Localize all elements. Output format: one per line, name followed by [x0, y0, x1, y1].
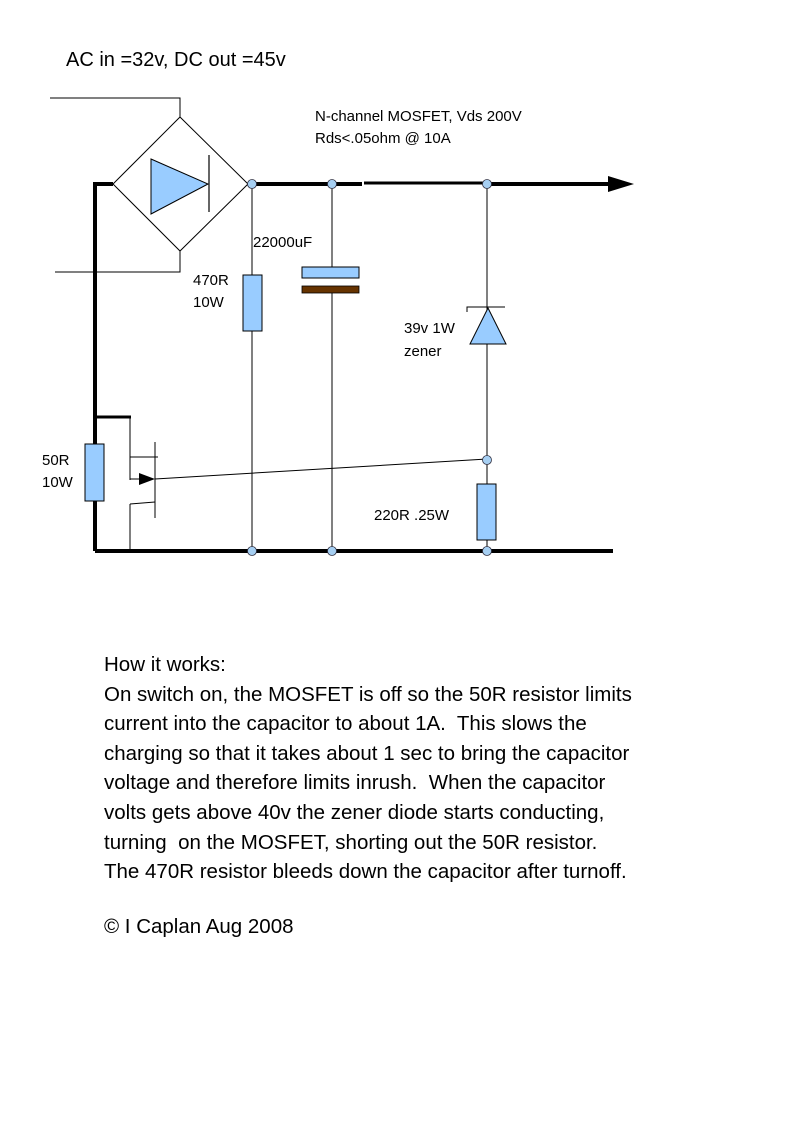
negative-rail-left: [93, 182, 113, 551]
capacitor-label: 22000uF: [253, 234, 313, 251]
bleed-resistor-label-power: 10W: [193, 294, 224, 311]
description-line: charging so that it takes about 1 sec to…: [104, 741, 630, 765]
mosfet-spec-line1: N-channel MOSFET, Vds 200V: [315, 108, 522, 125]
zener-label-rating: 39v 1W: [404, 320, 455, 337]
junction-node: [247, 546, 257, 556]
description: How it works: On switch on, the MOSFET i…: [104, 650, 764, 887]
bleed-resistor-label-value: 470R: [193, 272, 229, 289]
description-line: volts gets above 40v the zener diode sta…: [104, 800, 605, 824]
zener-cathode-bar: [466, 306, 505, 312]
limit-resistor-label-power: 10W: [42, 474, 73, 491]
ac-input-wire-bottom: [55, 250, 181, 273]
description-heading: How it works:: [104, 653, 226, 676]
junction-nodes: [247, 179, 492, 556]
ac-input-wire-top: [50, 97, 181, 117]
zener-label-type: zener: [404, 343, 442, 360]
dc-output-arrow-icon: [608, 176, 634, 192]
bridge-rectifier: [112, 116, 249, 252]
mosfet-source-stub: [129, 501, 156, 505]
junction-node: [247, 179, 257, 189]
description-line: current into the capacitor to about 1A. …: [104, 712, 587, 736]
description-line: turning on the MOSFET, shorting out the …: [104, 830, 598, 854]
description-line: On switch on, the MOSFET is off so the 5…: [104, 682, 632, 706]
bleed-resistor-470r: [242, 274, 263, 332]
junction-node: [327, 546, 337, 556]
description-line: The 470R resistor bleeds down the capaci…: [104, 860, 627, 884]
description-line: voltage and therefore limits inrush. Whe…: [104, 771, 606, 795]
inrush-limiter-schematic: [50, 97, 634, 556]
page-title: AC in =32v, DC out =45v: [66, 49, 286, 71]
gate-resistor-label: 220R .25W: [374, 507, 450, 524]
copyright-notice: © I Caplan Aug 2008: [104, 915, 294, 938]
limit-resistor-label-value: 50R: [42, 452, 70, 469]
mosfet-spec-line2: Rds<.05ohm @ 10A: [315, 130, 451, 147]
diode-triangle-icon: [150, 158, 210, 215]
gate-resistor-220r: [476, 483, 497, 541]
mosfet-arrow-icon: [139, 473, 155, 485]
junction-node: [482, 455, 492, 465]
mosfet-gate-wire: [154, 458, 488, 480]
junction-node: [482, 546, 492, 556]
limit-resistor-50r: [84, 443, 105, 502]
capacitor-negative-plate: [301, 285, 360, 294]
capacitor-positive-plate: [301, 266, 360, 279]
mosfet: [95, 415, 488, 551]
junction-node: [327, 179, 337, 189]
junction-node: [482, 179, 492, 189]
zener-diode-icon: [469, 306, 507, 345]
